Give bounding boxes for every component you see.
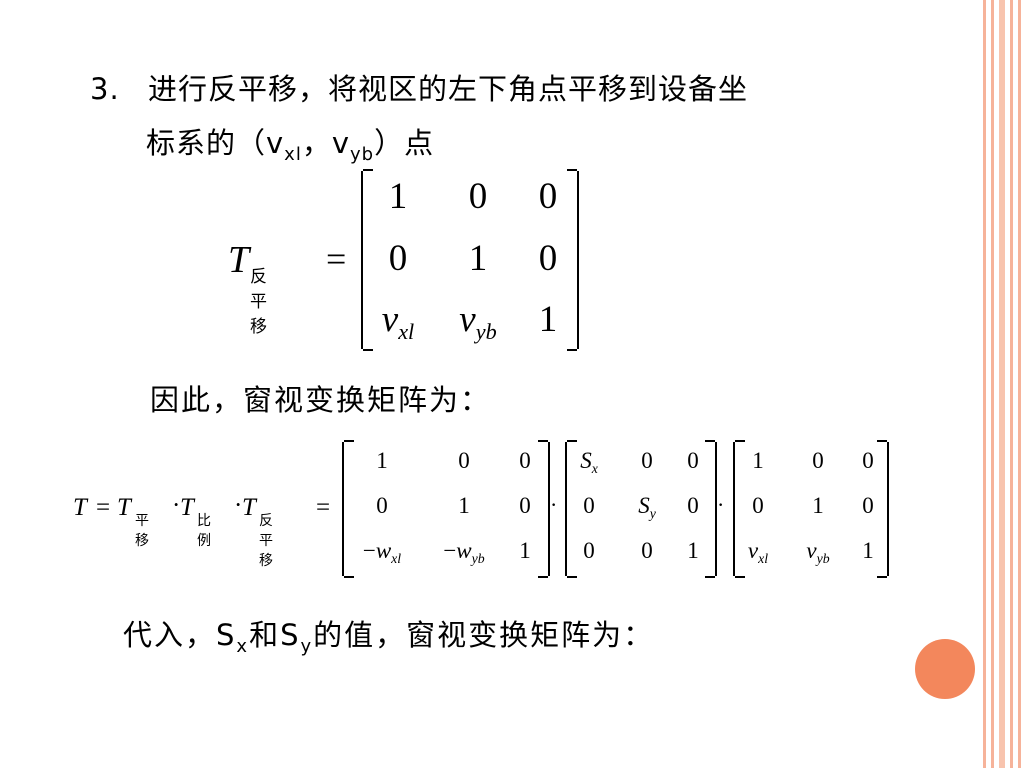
section-heading: 3. 进行反平移，将视区的左下角点平移到设备坐 标系的（vxl，vyb）点 xyxy=(90,62,950,182)
heading-number: 3. xyxy=(90,72,120,106)
eq2-equals-2: = xyxy=(316,494,331,521)
heading-line2: 标系的（vxl，vyb）点 xyxy=(146,126,435,165)
eq2-matrix-a-cell-r1c2: 0 xyxy=(519,493,531,518)
eq2-matrix-b-cell-r2c1: 0 xyxy=(641,538,653,563)
eq2-equals-1: = xyxy=(96,494,111,521)
eq1-matrix xyxy=(361,169,579,351)
accent-dot xyxy=(915,639,975,699)
text-therefore: 因此，窗视变换矩阵为： xyxy=(150,383,492,417)
eq2-matrix-a-cell-r0c2: 0 xyxy=(519,448,531,473)
eq2-matrix-b-cell-r1c1: Sy xyxy=(638,493,656,521)
eq2-matrix-c-cell-r0c0: 1 xyxy=(752,448,764,473)
eq1-matrix-cell-r2c2: 1 xyxy=(538,299,558,340)
eq2-dot-3: · xyxy=(550,492,558,517)
eq1-matrix-cell-r1c2: 0 xyxy=(538,238,558,279)
eq2-t1-sub: 平移 xyxy=(135,513,149,549)
eq1-matrix-cell-r1c0: 0 xyxy=(388,238,408,279)
eq1-matrix-cell-r0c1: 0 xyxy=(468,176,488,217)
eq2-matrix-a-cell-r0c1: 0 xyxy=(458,448,470,473)
eq1-lhs-symbol: T xyxy=(228,239,250,281)
eq2-matrix-c-cell-r1c0: 0 xyxy=(752,493,764,518)
eq2-matrix-a-cell-r1c0: 0 xyxy=(376,493,388,518)
eq2-matrix-c-cell-r0c2: 0 xyxy=(862,448,874,473)
eq2-lhs: T xyxy=(73,494,87,521)
eq2-t1: T xyxy=(117,494,131,521)
eq2-matrix-a-cell-r2c0: −wxl xyxy=(362,538,402,566)
eq2-matrix-a-cell-r0c0: 1 xyxy=(376,448,388,473)
eq2-dot-2: · xyxy=(234,492,243,519)
eq2-t3: T xyxy=(242,494,256,521)
eq2-matrix-c-cell-r1c2: 0 xyxy=(862,493,874,518)
eq2-matrix-b-cell-r1c0: 0 xyxy=(583,493,595,518)
eq2-matrix-c xyxy=(733,440,889,578)
eq2-dot-1: · xyxy=(172,492,181,519)
text-substitute: 代入，Sx和Sy的值，窗视变换矩阵为： xyxy=(123,618,655,657)
eq1-matrix-cell-r2c0: vxl xyxy=(381,299,415,344)
eq2-matrix-b-cell-r2c0: 0 xyxy=(583,538,595,563)
eq2-matrix-c-cell-r2c0: vxl xyxy=(747,538,769,566)
eq2-matrix-b-cell-r0c1: 0 xyxy=(641,448,653,473)
eq1-matrix-cell-r2c1: vyb xyxy=(459,299,497,344)
eq2-matrix-c-cell-r1c1: 1 xyxy=(812,493,824,518)
eq2-matrix-a-cell-r2c2: 1 xyxy=(519,538,531,563)
heading-line1: 进行反平移，将视区的左下角点平移到设备坐 xyxy=(148,72,749,106)
eq2-matrix-a-cell-r2c1: −wyb xyxy=(443,538,485,566)
eq2-matrix-a xyxy=(342,440,550,578)
eq2-t3-sub: 反平移 xyxy=(259,513,273,569)
eq2-matrix-a-cell-r1c1: 1 xyxy=(458,493,470,518)
eq1-matrix-cell-r1c1: 1 xyxy=(468,238,488,279)
eq2-matrix-b-cell-r1c2: 0 xyxy=(687,493,699,518)
eq2-matrix-b-cell-r2c2: 1 xyxy=(687,538,699,563)
eq2-matrix-b-cell-r0c0: Sx xyxy=(580,448,598,476)
eq2-t2-sub: 比例 xyxy=(197,513,211,549)
eq2-matrix-b xyxy=(565,440,717,578)
eq1-lhs-subscript: 反平移 xyxy=(250,267,267,337)
eq2-matrix-b-cell-r0c2: 0 xyxy=(687,448,699,473)
eq2-matrix-c-cell-r2c1: vyb xyxy=(806,538,830,566)
eq1-equals: = xyxy=(326,239,347,279)
eq2-matrix-c-cell-r2c2: 1 xyxy=(862,538,874,563)
eq1-matrix-cell-r0c0: 1 xyxy=(388,176,408,217)
eq2-t2: T xyxy=(180,494,194,521)
eq2-matrix-c-cell-r0c1: 0 xyxy=(812,448,824,473)
eq1-matrix-cell-r0c2: 0 xyxy=(538,176,558,217)
eq2-dot-4: · xyxy=(717,492,725,517)
